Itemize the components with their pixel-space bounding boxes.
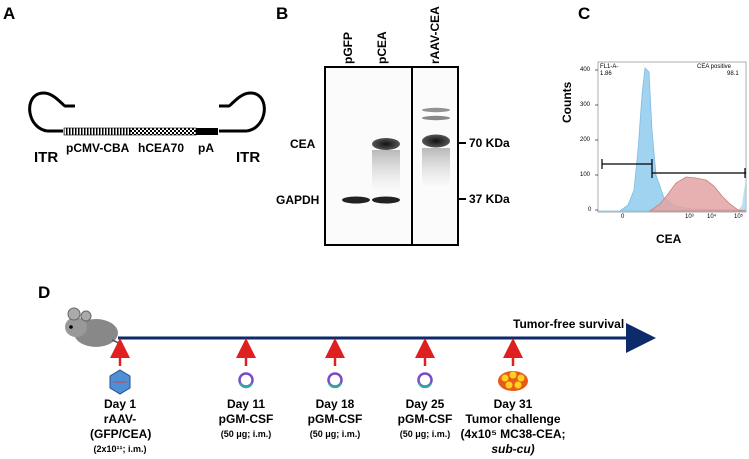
tumor-cells-icon [498,371,528,391]
band-raav-upper-2 [422,115,450,121]
panel-b-letter: B [276,4,289,23]
right-itr-label: ITR [236,149,261,166]
x-tick-1e5: 10⁵ [734,214,744,220]
band-raav-upper-1 [422,107,450,113]
y-tick-0: 0 [588,207,592,213]
y-tick-100: 100 [580,172,591,178]
step-day18: Day 18 pGM-CSF (50 μg; i.m.) [307,397,363,439]
gate-right-value: 98.1 [727,71,739,77]
left-itr-hairpin-icon [28,91,75,133]
panel-c-letter: C [578,4,591,23]
band-pcea-gapdh [372,196,400,204]
row-label-gapdh: GAPDH [276,193,320,207]
polya-segment [196,128,218,135]
timeline-label: Tumor-free survival [513,317,625,331]
y-tick-200: 200 [580,137,591,143]
row-label-cea: CEA [290,137,316,151]
right-itr-hairpin-icon [219,91,266,133]
step-day11: Day 11 pGM-CSF (50 μg; i.m.) [218,397,274,439]
panel-d-letter: D [38,283,51,302]
left-itr-label: ITR [34,149,59,166]
band-raav-cea [422,134,450,148]
gate-left-value: 1.86 [600,71,612,77]
band-pcea-cea [372,138,400,150]
flow-plot-area [597,61,747,213]
gate-left-label: FL1-A- [600,64,619,70]
polya-label: pA [198,141,214,155]
y-tick-300: 300 [580,102,591,108]
x-tick-1e4: 10⁴ [707,214,717,220]
band-pgfp-gapdh [342,196,370,204]
panel-a-letter: A [3,4,16,23]
marker-70kda: 70 KDa [469,136,510,150]
mouse-icon [65,307,125,357]
positive-histogram [648,176,747,212]
step-day1: Day 1 rAAV- (GFP/CEA) (2x10¹¹; i.m.) [90,397,152,454]
y-tick-400: 400 [580,67,591,73]
gene-label: hCEA70 [138,141,185,155]
gate-right-label: CEA positive [697,64,732,70]
promoter-label: pCMV-CBA [66,141,130,155]
flow-xlabel: CEA [656,232,682,246]
x-tick-0: 0 [621,214,625,220]
x-tick-1e3: 10³ [685,214,694,220]
step-day31: Day 31 Tumor challenge (4x10⁵ MC38-CEA; … [460,397,566,456]
step-day25: Day 25 pGM-CSF (50 μg; i.m.) [397,397,453,439]
marker-37kda: 37 KDa [469,192,510,206]
